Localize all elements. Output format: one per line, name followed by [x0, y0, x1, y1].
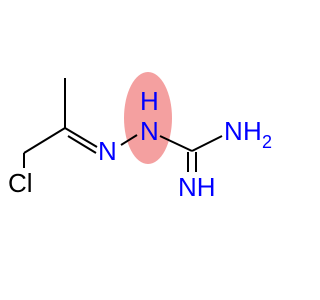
bond-c-nh2 [191, 135, 223, 152]
molecule-diagram: Cl N H N N H 2 NH [8, 72, 272, 202]
atom-chlorine: Cl [8, 168, 33, 198]
bond-nn [120, 134, 138, 146]
bond-nh-c [159, 135, 193, 152]
atom-amine-nitrogen: N [224, 116, 243, 146]
bond-cn-double-1 [64, 127, 98, 148]
atom-nh-hydrogen: H [140, 86, 159, 116]
bond-ch2 [23, 127, 66, 154]
atom-amine-hydrogen: H [243, 116, 262, 146]
atom-nh-nitrogen: N [140, 116, 159, 146]
atom-amine-subscript: 2 [262, 132, 272, 152]
nh-highlight [124, 72, 172, 164]
atom-imine-nitrogen: N [98, 136, 117, 166]
structure-canvas: Cl N H N N H 2 NH [8, 72, 272, 202]
bond-cn-double-2 [67, 135, 97, 154]
atom-imino-group: NH [178, 172, 216, 202]
